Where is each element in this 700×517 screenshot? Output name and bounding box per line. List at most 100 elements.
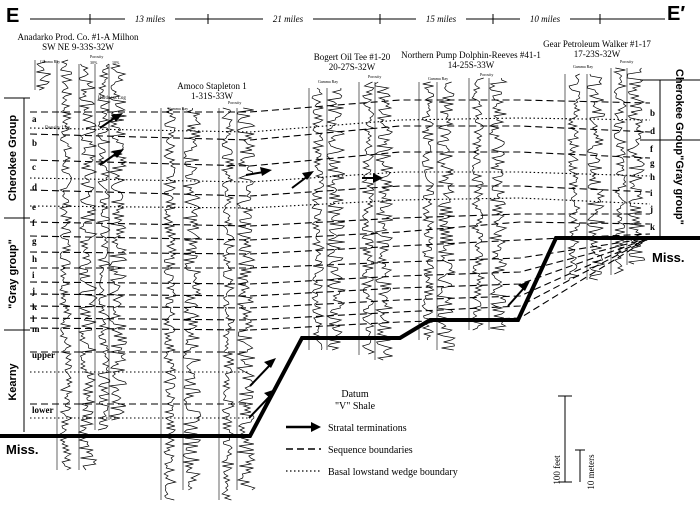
log-trace xyxy=(626,67,646,265)
miss-label-right: Miss. xyxy=(652,250,685,265)
scale-meters: 10 meters xyxy=(586,454,596,490)
distance-2: 21 miles xyxy=(273,14,304,24)
correlation-lines xyxy=(29,99,651,419)
arrow-head xyxy=(373,173,383,183)
distance-bar: 13 miles 21 miles 15 miles 10 miles xyxy=(30,12,665,26)
unit-label-right: b xyxy=(650,108,655,118)
density-log-label: Density Log xyxy=(45,126,70,131)
log-header-porosity-1: Porosity xyxy=(90,54,103,59)
log-trace xyxy=(236,107,256,491)
log-header-porosity-4: Porosity xyxy=(480,72,493,77)
section-end-left: E xyxy=(6,5,19,27)
log-header-gamma-5: Gamma Ray xyxy=(573,64,593,69)
legend: Stratal terminations Sequence boundaries… xyxy=(286,422,458,478)
left-stratigraphic-column: Cherokee Group "Gray group" Kearny abcde… xyxy=(4,97,55,432)
arrow-head xyxy=(264,389,276,399)
legend-arrow-icon xyxy=(311,422,321,432)
sequence-boundary-line xyxy=(29,125,651,141)
log-header-gamma-2: Gamma Ray xyxy=(168,106,188,111)
unit-label-right: k xyxy=(650,222,655,232)
well-1-name: Anadarko Prod. Co. #1-A Milhon xyxy=(18,32,139,42)
legend-basal: Basal lowstand wedge boundary xyxy=(328,467,458,478)
log-header-pct-1: 30% xyxy=(90,60,98,65)
unit-label-right: d xyxy=(650,126,655,136)
sequence-boundary-line xyxy=(29,221,651,241)
distance-3: 15 miles xyxy=(426,14,457,24)
unit-label-left: k xyxy=(32,302,37,312)
log-header-gamma-3: Gamma Ray xyxy=(318,79,338,84)
unit-label-right: i xyxy=(650,188,653,198)
log-trace xyxy=(77,63,98,471)
arrow-head xyxy=(518,281,530,291)
log-trace xyxy=(311,87,325,351)
unit-label-right: f xyxy=(650,144,654,154)
sequence-boundary-line xyxy=(30,99,651,113)
unit-label-left: c xyxy=(32,162,36,172)
arrow-head xyxy=(264,358,276,368)
group-gray-left: "Gray group" xyxy=(7,239,19,309)
log-headers: Gamma Ray Porosity 30% 10% Gamma Ray Por… xyxy=(40,54,633,111)
sequence-boundary-line xyxy=(29,237,651,309)
distance-1: 13 miles xyxy=(135,14,166,24)
well-2-name: Amoco Stapleton 1 xyxy=(177,81,247,91)
log-trace xyxy=(36,59,51,91)
well-5-name: Gear Petroleum Walker #1-17 xyxy=(543,39,651,49)
log-header-porosity-3: Porosity xyxy=(368,74,381,79)
arrow-head xyxy=(111,113,123,122)
stratal-arrows xyxy=(99,113,530,419)
datum-label: Datum xyxy=(341,389,368,400)
unit-label-left: f xyxy=(32,218,36,228)
well-3-location: 20-27S-32W xyxy=(329,62,376,72)
unit-label-left: i xyxy=(32,270,35,280)
arrow-head xyxy=(112,149,124,158)
log-header-gamma-4: Gamma Ray xyxy=(428,76,448,81)
log-header-pct-2: 10% xyxy=(112,60,120,65)
log-trace xyxy=(96,63,111,431)
well-2-location: 1-31S-33W xyxy=(191,91,233,101)
log-trace xyxy=(360,81,375,355)
unit-label-right: g xyxy=(650,158,655,168)
kearny-upper: upper xyxy=(32,350,55,360)
sequence-boundary-line xyxy=(29,237,651,321)
well-1-location: SW NE 9-33S-32W xyxy=(42,42,114,52)
section-end-right: E′ xyxy=(667,3,685,25)
sequence-boundary-line xyxy=(30,237,651,269)
log-trace xyxy=(182,107,202,491)
well-5-location: 17-23S-32W xyxy=(574,49,621,59)
unit-label-left: h xyxy=(32,254,37,264)
sequence-boundary-line xyxy=(29,185,651,197)
log-trace xyxy=(58,59,73,471)
scale-bar: 100 feet 10 meters xyxy=(552,395,596,490)
arrow-head xyxy=(260,167,272,176)
log-trace xyxy=(108,63,128,421)
unit-label-left: b xyxy=(32,138,37,148)
log-trace xyxy=(586,73,606,281)
unit-label-right: h xyxy=(650,172,655,182)
log-trace xyxy=(488,77,508,331)
scale-feet: 100 feet xyxy=(552,455,562,485)
mississippian-surface xyxy=(0,236,700,438)
arrow-head xyxy=(302,171,314,180)
unit-label-left: j xyxy=(31,286,35,296)
kearny-lower: lower xyxy=(32,405,54,415)
sequence-boundary-line xyxy=(29,151,651,167)
sequence-boundary-line xyxy=(29,237,651,331)
log-header-porosity-2: Porosity xyxy=(228,100,241,105)
unit-label-left: d xyxy=(32,182,37,192)
unit-label-left: m xyxy=(32,324,40,334)
log-trace xyxy=(325,88,347,351)
log-trace xyxy=(470,77,486,331)
datum-shale-label: "V" Shale xyxy=(335,401,376,412)
unit-label-left: g xyxy=(32,236,37,246)
unit-label-left: l xyxy=(32,314,35,324)
log-header-porosity-5: Porosity xyxy=(620,59,633,64)
group-cherokee-right: Cherokee Group xyxy=(673,69,685,155)
well-4-location: 14-25S-33W xyxy=(448,60,495,70)
log-header-gamma-1: Gamma Ray xyxy=(40,59,60,64)
unit-label-left: a xyxy=(32,114,37,124)
